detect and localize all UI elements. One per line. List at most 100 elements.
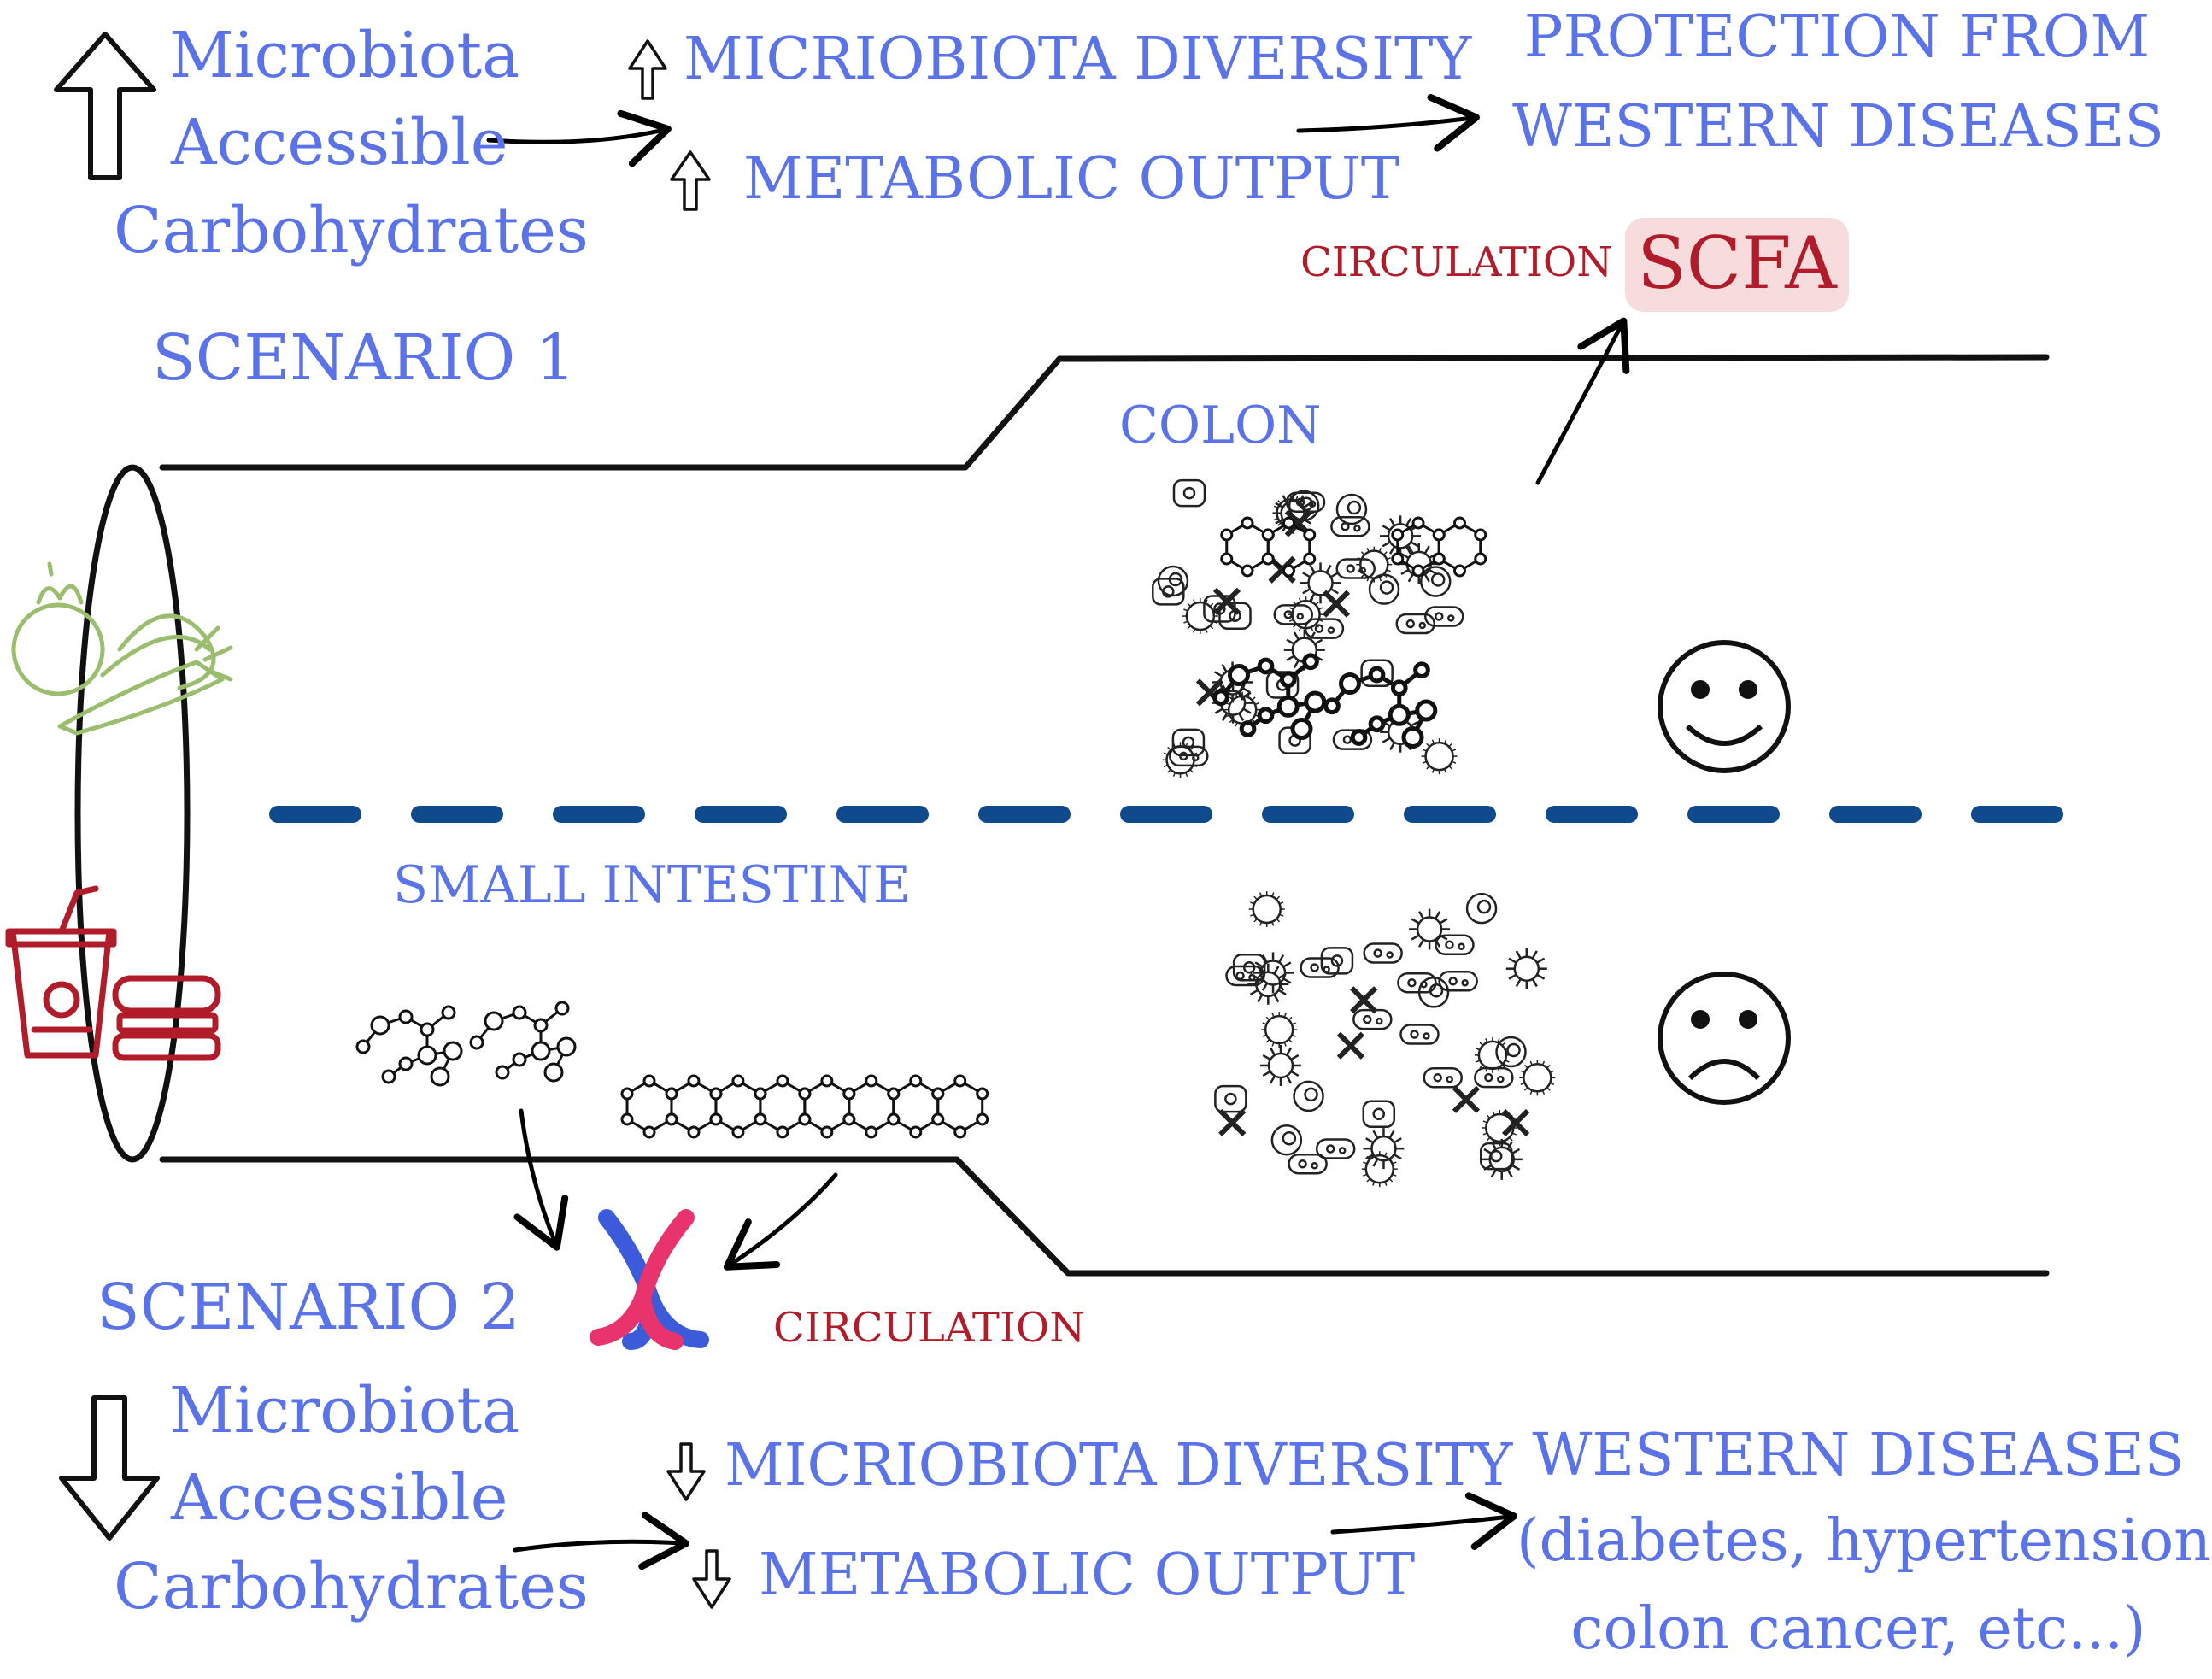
- up-arrow-icon: [628, 39, 667, 100]
- molecule-icon: [1323, 661, 1438, 749]
- fast-food-icon: [5, 885, 221, 1061]
- bacteria-icon: [1519, 1060, 1556, 1096]
- flow-arrows: [486, 94, 1630, 1570]
- bacteria-icon: [1350, 986, 1378, 1014]
- bacteria-icon: [1363, 1128, 1405, 1170]
- bacteria-icon: [1424, 606, 1464, 627]
- s1-outcome-line-1: PROTECTION FROM: [1523, 3, 2150, 71]
- bacteria-icon: [1260, 1044, 1302, 1086]
- s1-effect-diversity: MICRIOBIOTA DIVERSITY: [684, 26, 1472, 93]
- molecule-icon: [620, 1074, 989, 1139]
- down-arrow-icon: [692, 1549, 731, 1609]
- s1-input-line-3: Carbohydrates: [114, 194, 589, 267]
- bacteria-icon: [1300, 562, 1341, 604]
- arrow-polysaccharide-to-vessel: [723, 1172, 838, 1271]
- bacteria-icon: [1362, 1100, 1396, 1129]
- bacteria-icon: [1315, 1138, 1356, 1159]
- arrow-colon-to-scfa: [1535, 317, 1630, 485]
- down-arrow-icon: [59, 1395, 160, 1541]
- s1-circulation-label: CIRCULATION: [1300, 238, 1613, 286]
- s2-input-line-1: Microbiota: [169, 1374, 520, 1447]
- bacteria-icon: [1300, 957, 1340, 978]
- s2-input-line-2: Accessible: [171, 1461, 508, 1535]
- bacteria-icon: [1248, 890, 1285, 927]
- s2-title: SCENARIO 2: [97, 1271, 520, 1344]
- s2-outcome-line-2: (diabetes, hypertension,: [1517, 1507, 2212, 1575]
- bacteria-icon: [1270, 1124, 1303, 1156]
- bacteria-icon: [1501, 1108, 1530, 1137]
- bacteria-icon: [1438, 971, 1478, 992]
- intestine-outline: [74, 354, 2050, 1277]
- bacteria-icon: [1288, 490, 1320, 522]
- bacteria-icon: [1435, 934, 1475, 956]
- s1-title: SCENARIO 1: [152, 321, 576, 395]
- bacteria-icon: [1182, 598, 1218, 635]
- down-arrow-icon: [666, 1442, 706, 1501]
- bacteria-icon: [1288, 1154, 1328, 1175]
- scfa-badge: [1625, 218, 1849, 312]
- s2-outcome-line-3: colon cancer, etc...): [1570, 1595, 2146, 1663]
- tube-top-edge: [159, 354, 2050, 471]
- molecule-icon: [1391, 516, 1487, 578]
- bacteria-icon: [1479, 1142, 1513, 1171]
- bacteria-icon: [1481, 1138, 1523, 1180]
- happy-face-icon: [1658, 640, 1791, 773]
- up-arrow-icon: [54, 32, 156, 180]
- molecule-icon: [469, 1001, 577, 1083]
- molecule-icon: [355, 1005, 463, 1087]
- bacteria-icon: [1421, 738, 1458, 775]
- bacteria-icon: [1474, 1066, 1514, 1089]
- bacteria-icon: [1363, 942, 1403, 964]
- bacteria-icon: [1465, 892, 1498, 925]
- sad-face-icon: [1658, 972, 1791, 1105]
- bacteria-icon: [1452, 1085, 1481, 1113]
- up-arrow-icon: [670, 150, 711, 211]
- bacteria-icon: [1218, 1108, 1247, 1136]
- s1-input-line-2: Accessible: [171, 106, 508, 179]
- small-intestine-label: SMALL INTESTINE: [393, 855, 911, 915]
- bacteria-icon: [1335, 493, 1368, 525]
- bacteria-icon: [1399, 1024, 1440, 1045]
- bacteria-icon: [1320, 947, 1354, 975]
- bacteria-icon: [1293, 1080, 1324, 1112]
- bacteria-icon: [1395, 613, 1436, 635]
- bacteria-icon: [1212, 587, 1241, 615]
- vegetables-icon: [11, 561, 233, 736]
- molecule-icon: [1212, 653, 1327, 740]
- bacteria-icon: [1505, 948, 1547, 989]
- bacteria-icon: [1261, 1012, 1298, 1048]
- bacteria-icon: [1356, 546, 1393, 583]
- arrow-molecule-to-vessel: [513, 1108, 569, 1251]
- tube-opening: [74, 464, 191, 1163]
- bacteria-icon: [1419, 566, 1452, 597]
- bacteria-icon: [1335, 558, 1376, 579]
- scfa-label: SCFA: [1637, 221, 1837, 305]
- bacteria-icon: [1417, 977, 1450, 1008]
- s2-input-line-3: Carbohydrates: [114, 1550, 589, 1623]
- bacteria-icon: [1330, 515, 1370, 537]
- bacteria-icon: [1152, 578, 1185, 606]
- bacteria-icon: [1322, 590, 1351, 618]
- bacteria-icon: [1495, 1036, 1527, 1068]
- bacteria-icon: [1169, 745, 1209, 767]
- colon-label: COLON: [1119, 396, 1322, 455]
- s2-outcome-line-1: WESTERN DISEASES: [1532, 1422, 2185, 1489]
- blood-vessel-icon: [590, 1209, 709, 1350]
- s1-input-line-1: Microbiota: [169, 19, 520, 92]
- molecule-icon: [1220, 516, 1317, 578]
- arrow-input-to-effects-2: [513, 1512, 689, 1570]
- arrow-input-to-effects-1: [486, 109, 672, 167]
- bacteria-icon: [1304, 618, 1345, 639]
- arrow-effects-to-outcome-2: [1330, 1492, 1517, 1550]
- bacteria-icon: [1409, 908, 1451, 950]
- s1-effect-metabolic: METABOLIC OUTPUT: [743, 145, 1400, 213]
- s2-effect-metabolic: METABOLIC OUTPUT: [759, 1541, 1416, 1609]
- bacteria-icon: [1253, 952, 1294, 994]
- s2-circulation-label: CIRCULATION: [773, 1304, 1086, 1352]
- bacteria-icon: [1171, 728, 1206, 757]
- bacteria-icon: [1232, 953, 1266, 982]
- tube-bottom-edge: [159, 1156, 2050, 1277]
- s1-outcome-line-2: WESTERN DISEASES: [1512, 93, 2164, 161]
